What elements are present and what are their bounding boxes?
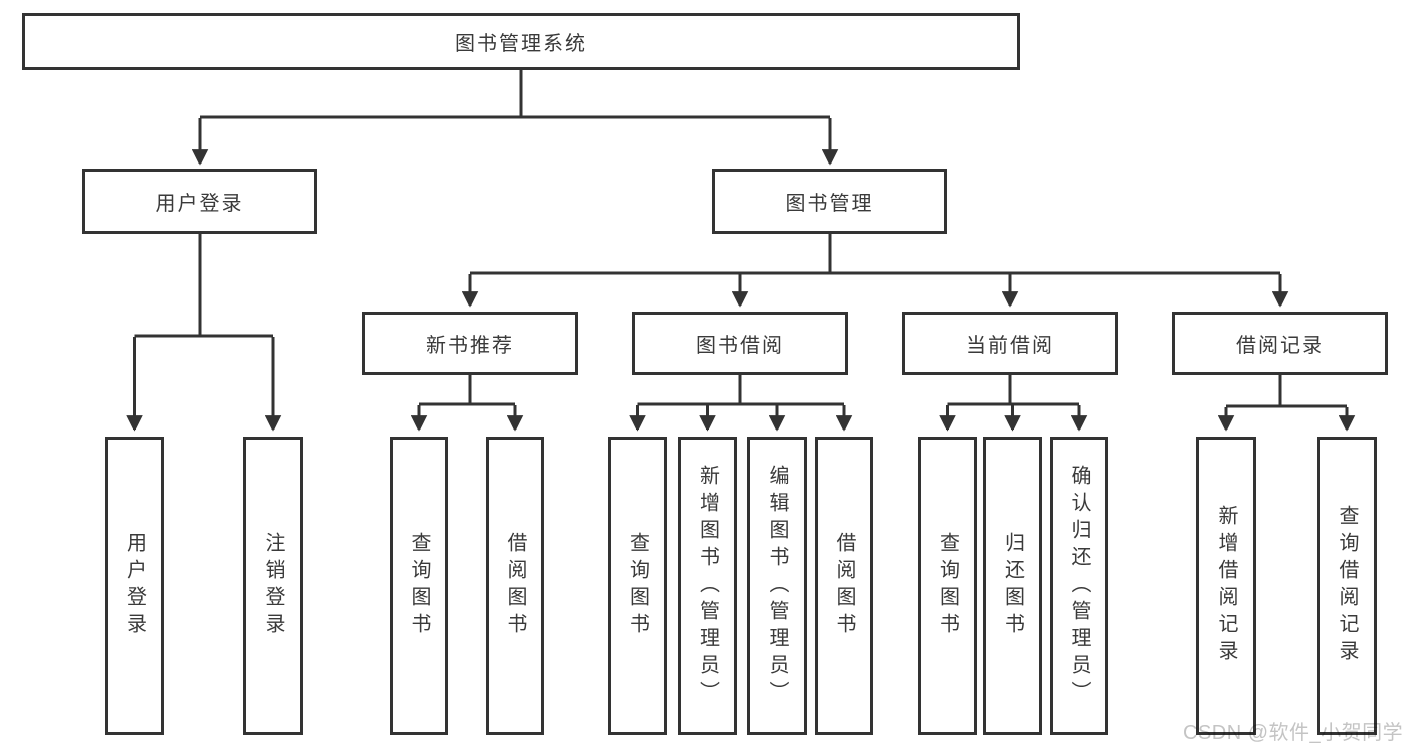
- node-library-management-system: 图书管理系统: [22, 13, 1020, 70]
- node-add-borrowing-record: 新增借阅记录: [1196, 437, 1256, 735]
- connector-root-trunk: [200, 70, 830, 119]
- connector-user-login-trunk: [134, 234, 273, 338]
- node-confirm-return-admin: 确认归还（管理员）: [1050, 437, 1108, 735]
- node-label: 用户登录: [155, 193, 244, 215]
- node-borrow-books-rec: 借阅图书: [486, 437, 544, 735]
- node-query-books-current: 查询图书: [918, 437, 977, 735]
- node-label: 借阅图书: [833, 532, 855, 640]
- node-label: 查询图书: [936, 532, 959, 640]
- node-label: 查询图书: [408, 532, 430, 640]
- connector-book-mgmt-trunk: [470, 234, 1280, 275]
- node-query-borrowing-record: 查询借阅记录: [1317, 437, 1377, 735]
- node-borrow-books: 借阅图书: [815, 437, 873, 735]
- node-user-login-action: 用户登录: [105, 437, 164, 735]
- connector-new-book-trunk: [419, 375, 515, 406]
- node-borrowing-records: 借阅记录: [1172, 312, 1388, 375]
- node-book-borrowing: 图书借阅: [632, 312, 848, 375]
- node-label: 用户登录: [123, 532, 146, 640]
- node-label: 当前借阅: [966, 335, 1054, 357]
- node-label: 借阅图书: [504, 532, 526, 640]
- connector-borrow-records-trunk: [1226, 375, 1347, 408]
- node-label: 借阅记录: [1236, 335, 1324, 357]
- node-add-books-admin: 新增图书（管理员）: [678, 437, 737, 735]
- node-logout-action: 注销登录: [243, 437, 303, 735]
- node-new-book-recommendation: 新书推荐: [362, 312, 578, 375]
- node-return-books: 归还图书: [983, 437, 1042, 735]
- node-label: 新增图书（管理员）: [696, 464, 719, 708]
- node-label: 确认归还（管理员）: [1068, 464, 1090, 708]
- node-label: 编辑图书（管理员）: [766, 464, 788, 708]
- node-label: 查询借阅记录: [1336, 505, 1358, 667]
- node-label: 新书推荐: [426, 335, 514, 357]
- node-label: 图书借阅: [696, 335, 784, 357]
- watermark: CSDN @软件_小贺同学: [1183, 722, 1404, 744]
- node-label: 注销登录: [262, 532, 284, 640]
- node-current-borrowing: 当前借阅: [902, 312, 1118, 375]
- node-label: 查询图书: [626, 532, 649, 640]
- node-label: 新增借阅记录: [1215, 505, 1237, 667]
- connector-current-borrow-trunk: [947, 375, 1079, 406]
- node-query-books-rec: 查询图书: [390, 437, 448, 735]
- connector-book-borrow-trunk: [637, 375, 844, 406]
- node-query-books-borrow: 查询图书: [608, 437, 667, 735]
- node-label: 归还图书: [1001, 532, 1024, 640]
- node-book-management: 图书管理: [712, 169, 947, 234]
- node-user-login: 用户登录: [82, 169, 317, 234]
- node-label: 图书管理系统: [455, 33, 587, 55]
- node-edit-books-admin: 编辑图书（管理员）: [747, 437, 807, 735]
- node-label: 图书管理: [785, 193, 874, 215]
